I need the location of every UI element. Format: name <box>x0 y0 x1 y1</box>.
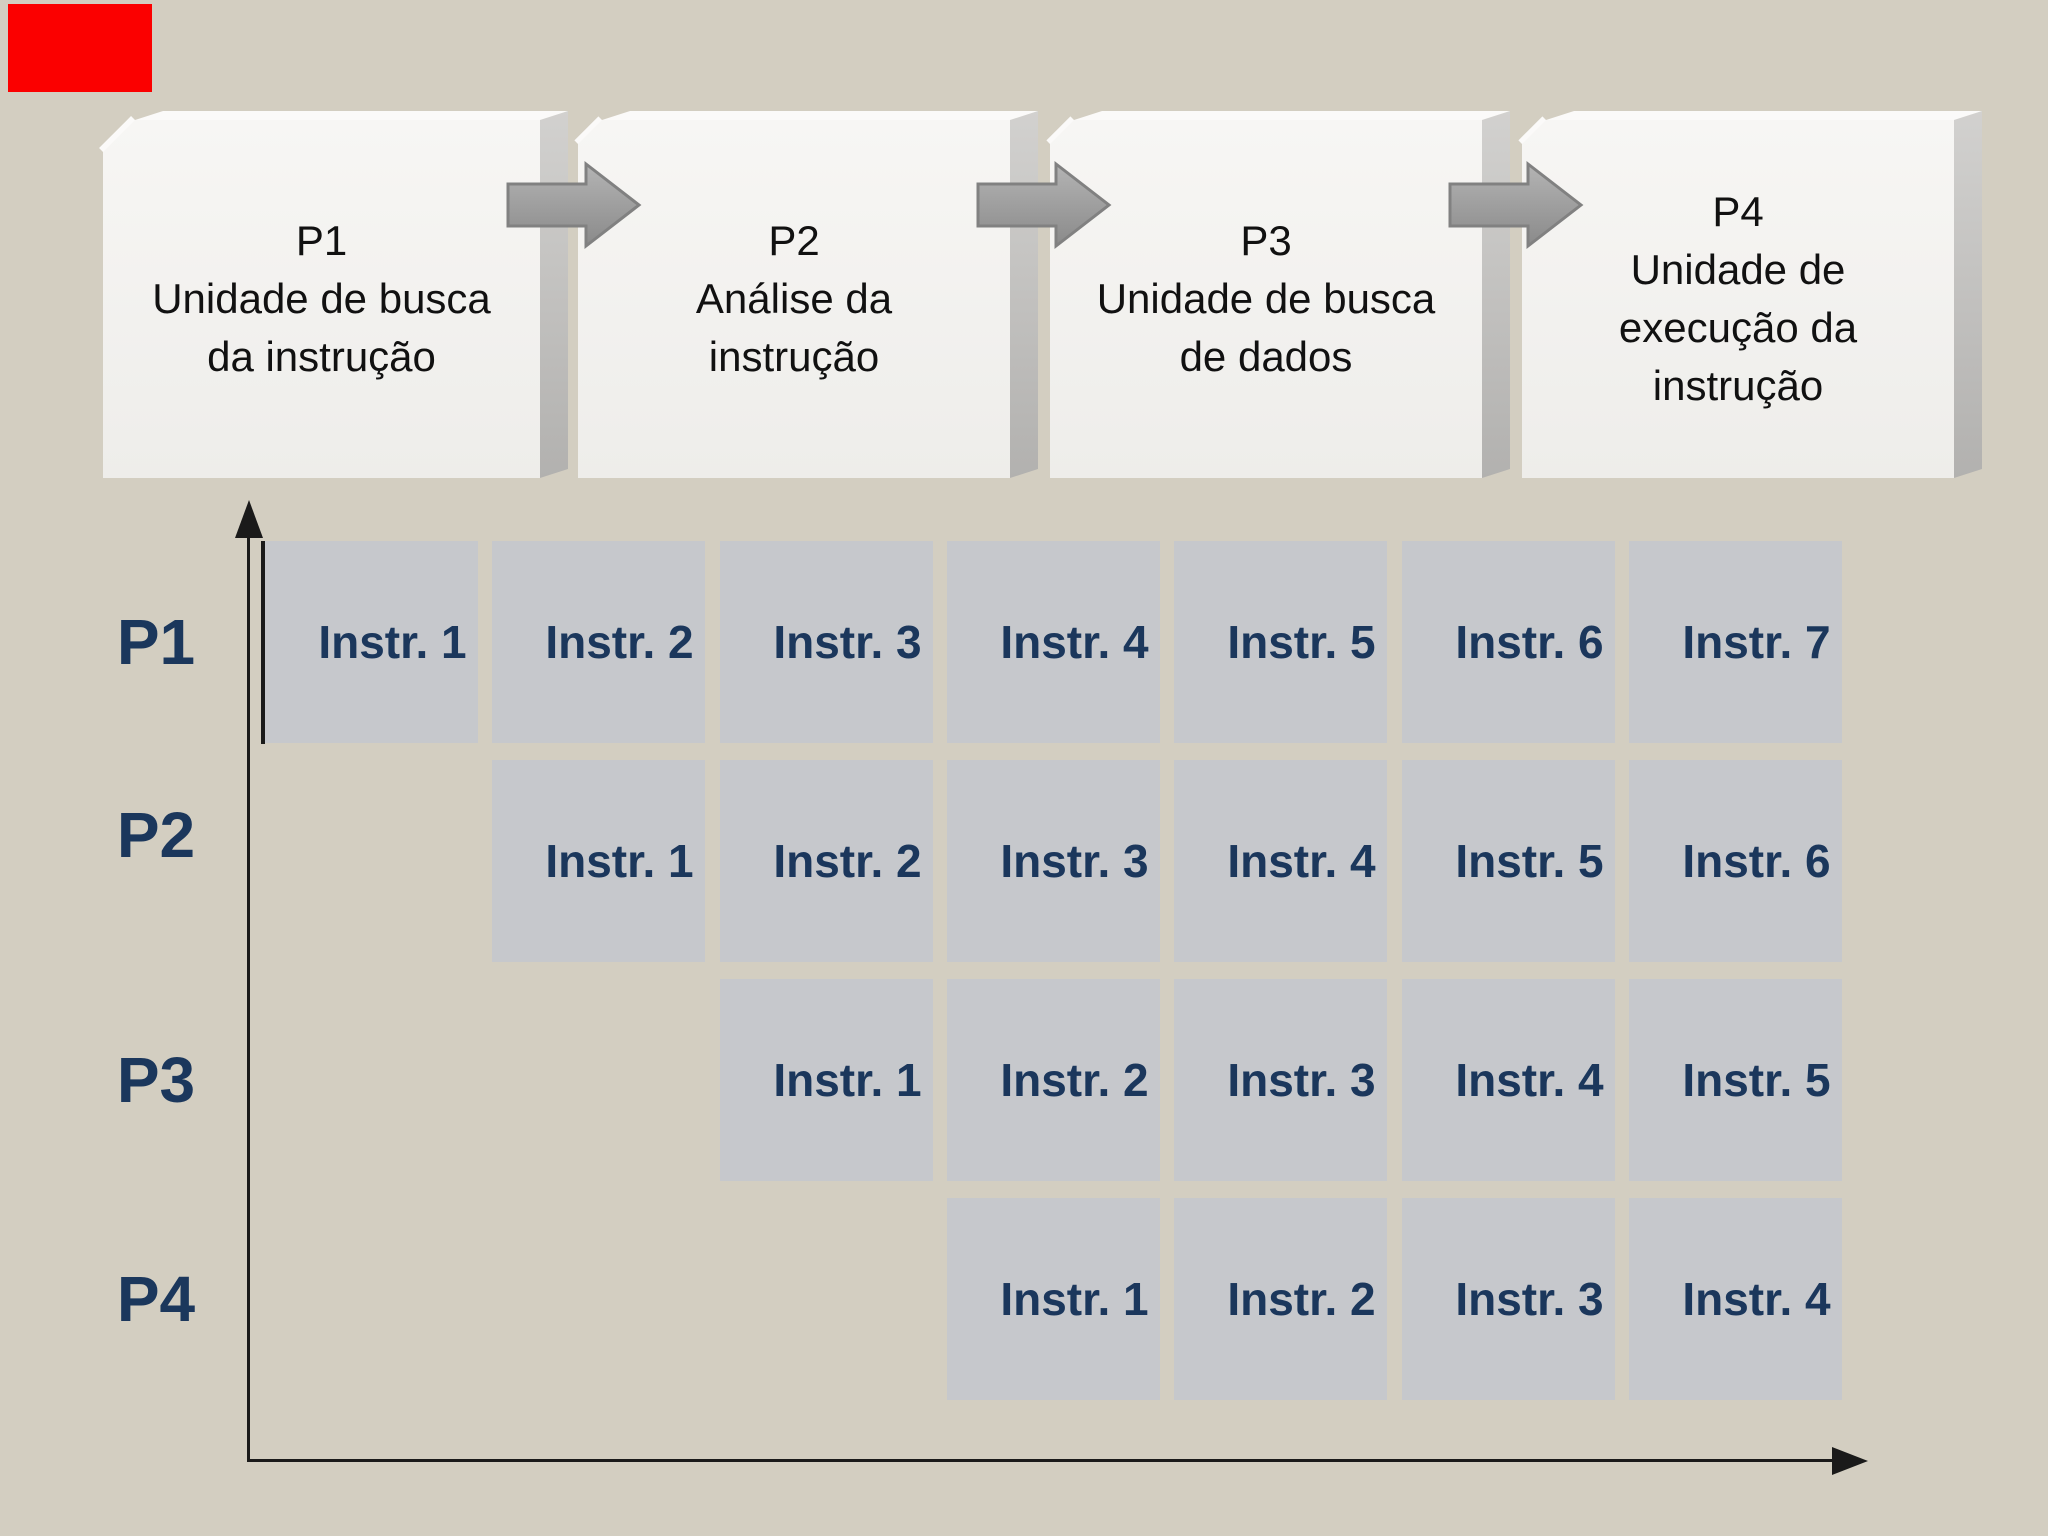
stage-title: P4 <box>1712 188 1764 236</box>
stage-slab-p1 <box>99 111 568 478</box>
instr-block: Instr. 2 <box>947 979 1160 1181</box>
instr-block: Instr. 7 <box>1629 541 1842 743</box>
stage-box-p4: P4 Unidade de execução da instrução <box>1522 120 1954 478</box>
instr-block: Instr. 4 <box>1174 760 1387 962</box>
instr-block: Instr. 1 <box>492 760 705 962</box>
instr-block: Instr. 2 <box>1174 1198 1387 1400</box>
instr-label: Instr. 4 <box>1000 616 1149 668</box>
instr-label: Instr. 6 <box>1455 616 1604 668</box>
instr-label: Instr. 2 <box>1227 1273 1376 1325</box>
x-axis-arrowhead <box>1832 1447 1868 1475</box>
instr-label: Instr. 5 <box>1455 835 1604 887</box>
y-axis-line <box>247 532 250 1462</box>
stage-line: Unidade de busca <box>152 275 491 323</box>
stage-title: P3 <box>1240 217 1292 265</box>
instr-block: Instr. 1 <box>947 1198 1160 1400</box>
instr-label: Instr. 4 <box>1682 1273 1831 1325</box>
instr-label: Instr. 1 <box>1000 1273 1149 1325</box>
instr-label: Instr. 2 <box>545 616 694 668</box>
instr-label: Instr. 5 <box>1227 616 1376 668</box>
stage-line: Unidade de busca <box>1096 275 1436 323</box>
x-axis-line <box>247 1459 1835 1462</box>
instr-label: Instr. 3 <box>1000 835 1149 887</box>
instr-block: Instr. 2 <box>720 760 933 962</box>
instr-block: Instr. 3 <box>947 760 1160 962</box>
stage-box-p1: P1 Unidade de busca da instrução <box>103 120 540 478</box>
recording-marker <box>8 4 152 92</box>
instr-block: Instr. 2 <box>492 541 705 743</box>
stage-line: instrução <box>1652 361 1824 409</box>
flow-arrow-2 <box>976 160 1112 250</box>
instr-block: Instr. 5 <box>1629 979 1842 1181</box>
instr-label: Instr. 6 <box>1682 835 1831 887</box>
instr-block: Instr. 5 <box>1402 760 1615 962</box>
instr-label: Instr. 2 <box>773 835 922 887</box>
instr-block: Instr. 4 <box>1402 979 1615 1181</box>
stage-line: da instrução <box>207 332 436 380</box>
y-axis-arrowhead <box>235 500 263 538</box>
stage-line: de dados <box>1179 332 1353 380</box>
flow-arrow-1 <box>506 160 642 250</box>
instr-label: Instr. 5 <box>1682 1054 1831 1106</box>
instr-label: Instr. 4 <box>1455 1054 1604 1106</box>
stage-line: execução da <box>1618 304 1858 351</box>
row-label-p3: P3 <box>116 1044 196 1116</box>
stage-title: P1 <box>295 217 348 265</box>
instr-label: Instr. 3 <box>1227 1054 1376 1106</box>
stage-line: instrução <box>708 332 880 380</box>
row-label-p4: P4 <box>116 1263 196 1335</box>
instr-block: Instr. 6 <box>1629 760 1842 962</box>
instr-label: Instr. 2 <box>1000 1054 1149 1106</box>
stage-box-p2: P2 Análise da instrução <box>578 120 1010 478</box>
instr-block: Instr. 6 <box>1402 541 1615 743</box>
stage-line: Unidade de <box>1630 246 1846 294</box>
instr-label: Instr. 4 <box>1227 835 1376 887</box>
flow-arrow-3 <box>1448 160 1584 250</box>
stage-line: Análise da <box>695 275 893 323</box>
instr-block: Instr. 3 <box>1402 1198 1615 1400</box>
instr-label: Instr. 3 <box>1455 1273 1604 1325</box>
instr-block: Instr. 4 <box>1629 1198 1842 1400</box>
instr-block: Instr. 4 <box>947 541 1160 743</box>
instr-label: Instr. 1 <box>773 1054 922 1106</box>
row-label-p1: P1 <box>116 606 196 678</box>
stage-slab-p3 <box>1046 111 1510 478</box>
pipeline-boxes-graphic <box>99 111 1982 478</box>
instr-block: Instr. 1 <box>720 979 933 1181</box>
instr-block: Instr. 1 <box>265 541 478 743</box>
instr-label: Instr. 1 <box>545 835 694 887</box>
instr-label: Instr. 1 <box>318 616 467 668</box>
instr-block: Instr. 3 <box>1174 979 1387 1181</box>
instr-label: Instr. 7 <box>1682 616 1831 668</box>
stage-box-p3: P3 Unidade de busca de dados <box>1050 120 1482 478</box>
row-label-p2: P2 <box>116 799 196 871</box>
timeline-start-tick <box>261 541 265 744</box>
stage-title: P2 <box>768 217 820 265</box>
instr-block: Instr. 5 <box>1174 541 1387 743</box>
stage-slab-p4 <box>1518 111 1982 478</box>
instr-block: Instr. 3 <box>720 541 933 743</box>
instr-label: Instr. 3 <box>773 616 922 668</box>
